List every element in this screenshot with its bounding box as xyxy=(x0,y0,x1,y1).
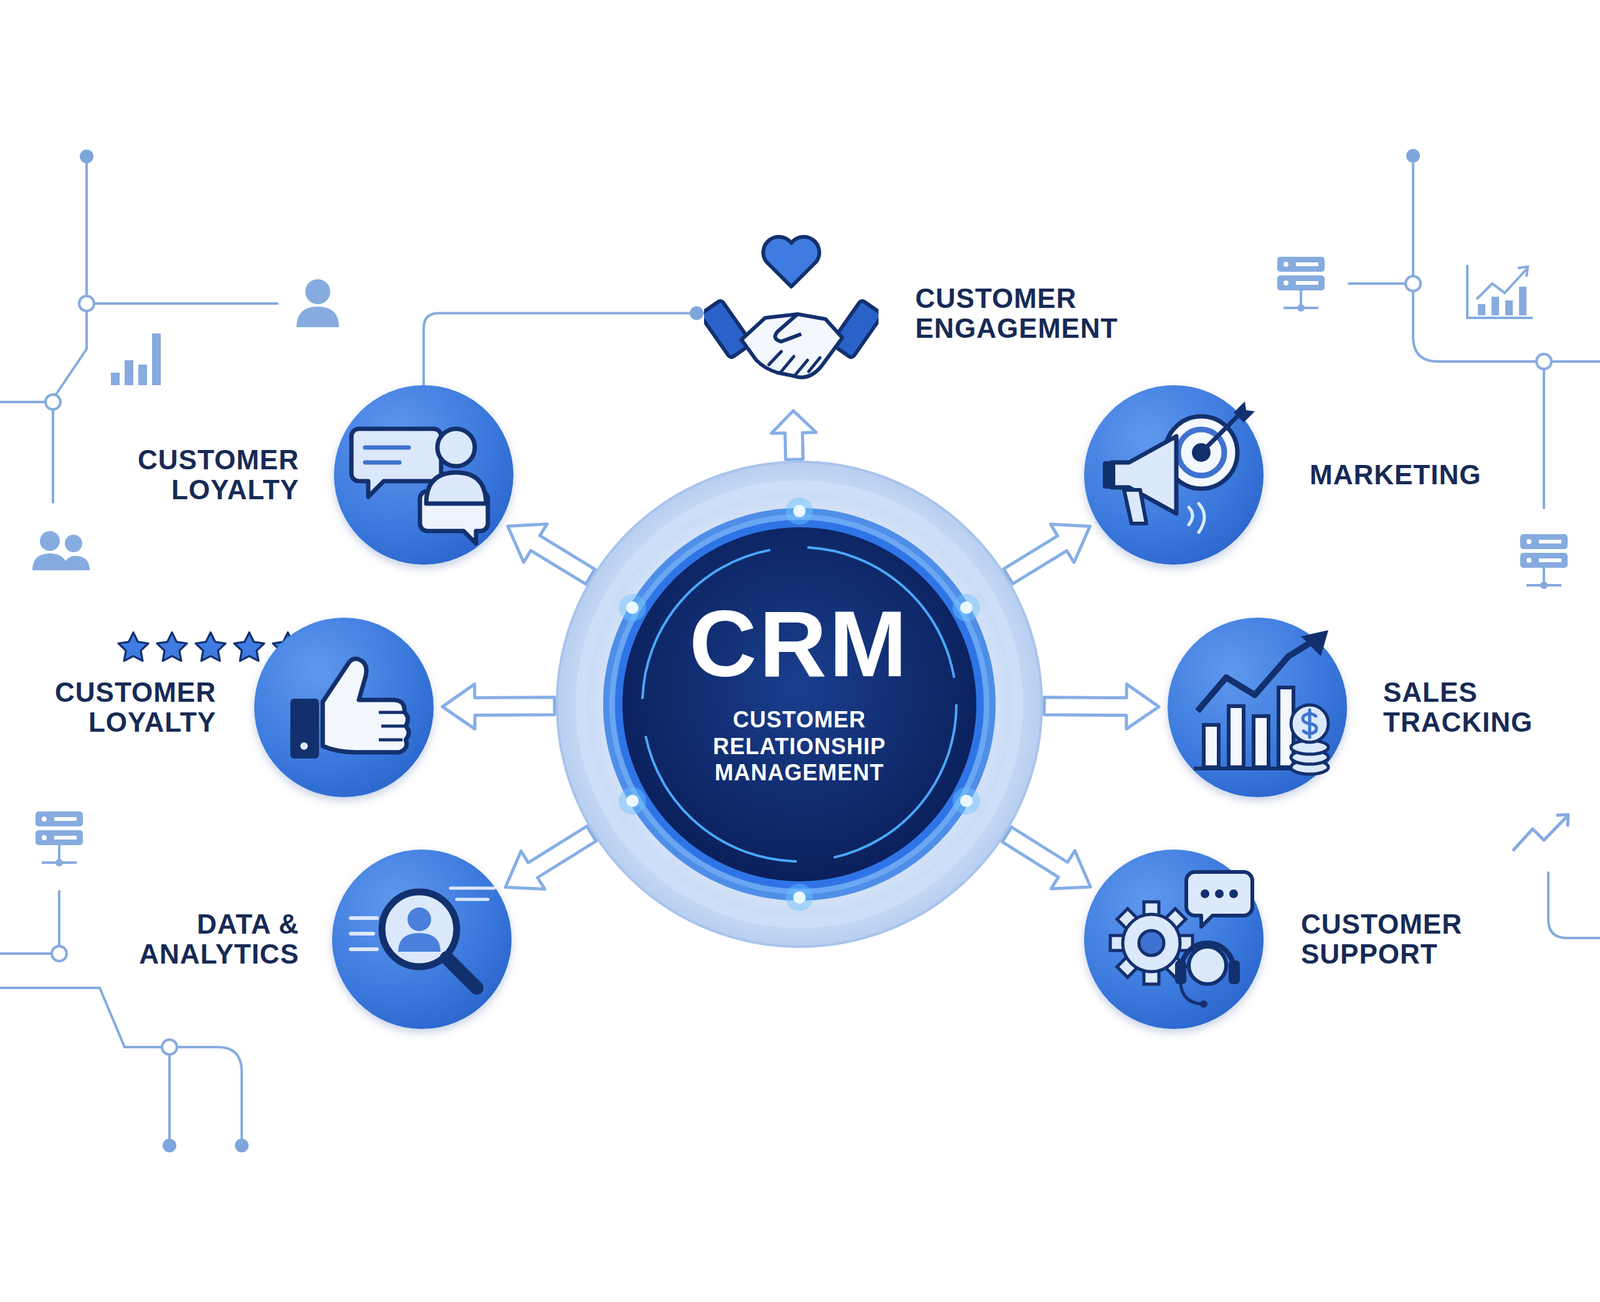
bar-chart-icon xyxy=(110,333,161,386)
flow-arrow xyxy=(1003,523,1091,584)
support-icon xyxy=(1084,849,1264,1029)
group-icon xyxy=(32,530,90,571)
wire-joints xyxy=(45,276,1552,1055)
feature-circle: CUSTOMER SUPPORT xyxy=(1084,849,1264,1029)
trend-icon xyxy=(1512,814,1569,851)
flow-arrow xyxy=(1044,684,1159,729)
icon-node: CUSTOMER ENGAGEMENT xyxy=(704,224,879,402)
server-icon xyxy=(35,811,83,867)
flow-arrow xyxy=(507,523,596,585)
hub-circle: CRM CUSTOMER RELATIONSHIP MANAGEMENT xyxy=(554,459,1045,949)
hub-subtitle: CUSTOMER RELATIONSHIP MANAGEMENT xyxy=(687,706,912,786)
thumb-icon xyxy=(254,617,434,797)
flow-arrow xyxy=(771,410,817,460)
feature-circle: CUSTOMER LOYALTY xyxy=(333,385,514,565)
sales-icon xyxy=(1167,617,1348,797)
hub-title: CRM xyxy=(689,596,910,691)
server-icon xyxy=(1277,256,1325,312)
node-label: CUSTOMER ENGAGEMENT xyxy=(915,283,1146,344)
megaphone-icon xyxy=(1084,385,1264,565)
wire-ends xyxy=(79,148,1420,1153)
wire-end-dot xyxy=(689,306,704,321)
feature-circle: DATA & ANALYTICS xyxy=(332,849,512,1029)
feature-circle: SALES TRACKING xyxy=(1167,617,1348,797)
feature-circle: MARKETING xyxy=(1084,385,1264,565)
flow-arrow xyxy=(442,684,555,729)
hub-text: CRM CUSTOMER RELATIONSHIP MANAGEMENT xyxy=(554,459,1045,949)
server-icon xyxy=(1520,533,1568,589)
person-icon xyxy=(296,279,339,328)
crm-icon xyxy=(554,459,1045,949)
data-icon xyxy=(332,849,512,1029)
node-label: CUSTOMER SUPPORT xyxy=(1300,909,1507,970)
circuit-wires xyxy=(0,155,1600,1146)
node-label: CUSTOMER LOYALTY xyxy=(93,444,300,506)
node-label: SALES TRACKING xyxy=(1383,677,1589,738)
chart-bars xyxy=(1477,286,1527,316)
feature-circle: CUSTOMER LOYALTY xyxy=(254,617,434,797)
node-label: MARKETING xyxy=(1309,459,1516,490)
node-label: CUSTOMER LOYALTY xyxy=(10,677,217,738)
flow-arrow xyxy=(1002,826,1091,889)
flow-arrow xyxy=(505,826,597,890)
chart-icon xyxy=(1467,264,1533,318)
handshake-icon xyxy=(704,224,879,402)
chat-icon xyxy=(333,385,514,565)
node-label: DATA & ANALYTICS xyxy=(93,909,300,970)
circuit-wire xyxy=(423,313,705,386)
